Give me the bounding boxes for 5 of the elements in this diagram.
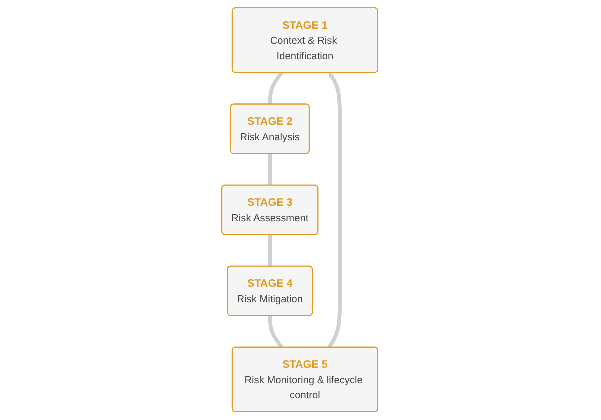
arrow <box>328 72 343 349</box>
connector <box>268 72 284 105</box>
connector <box>268 154 273 186</box>
connector <box>268 316 284 349</box>
connector <box>268 234 273 267</box>
